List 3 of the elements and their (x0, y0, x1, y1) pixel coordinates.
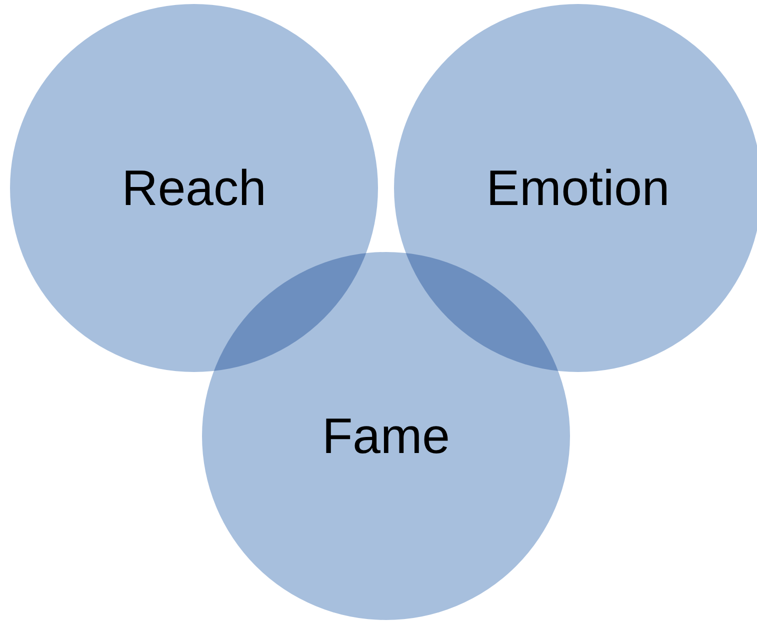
circle-label: Emotion (486, 159, 670, 217)
circle-label: Reach (122, 159, 266, 217)
circle-label: Fame (322, 407, 450, 465)
